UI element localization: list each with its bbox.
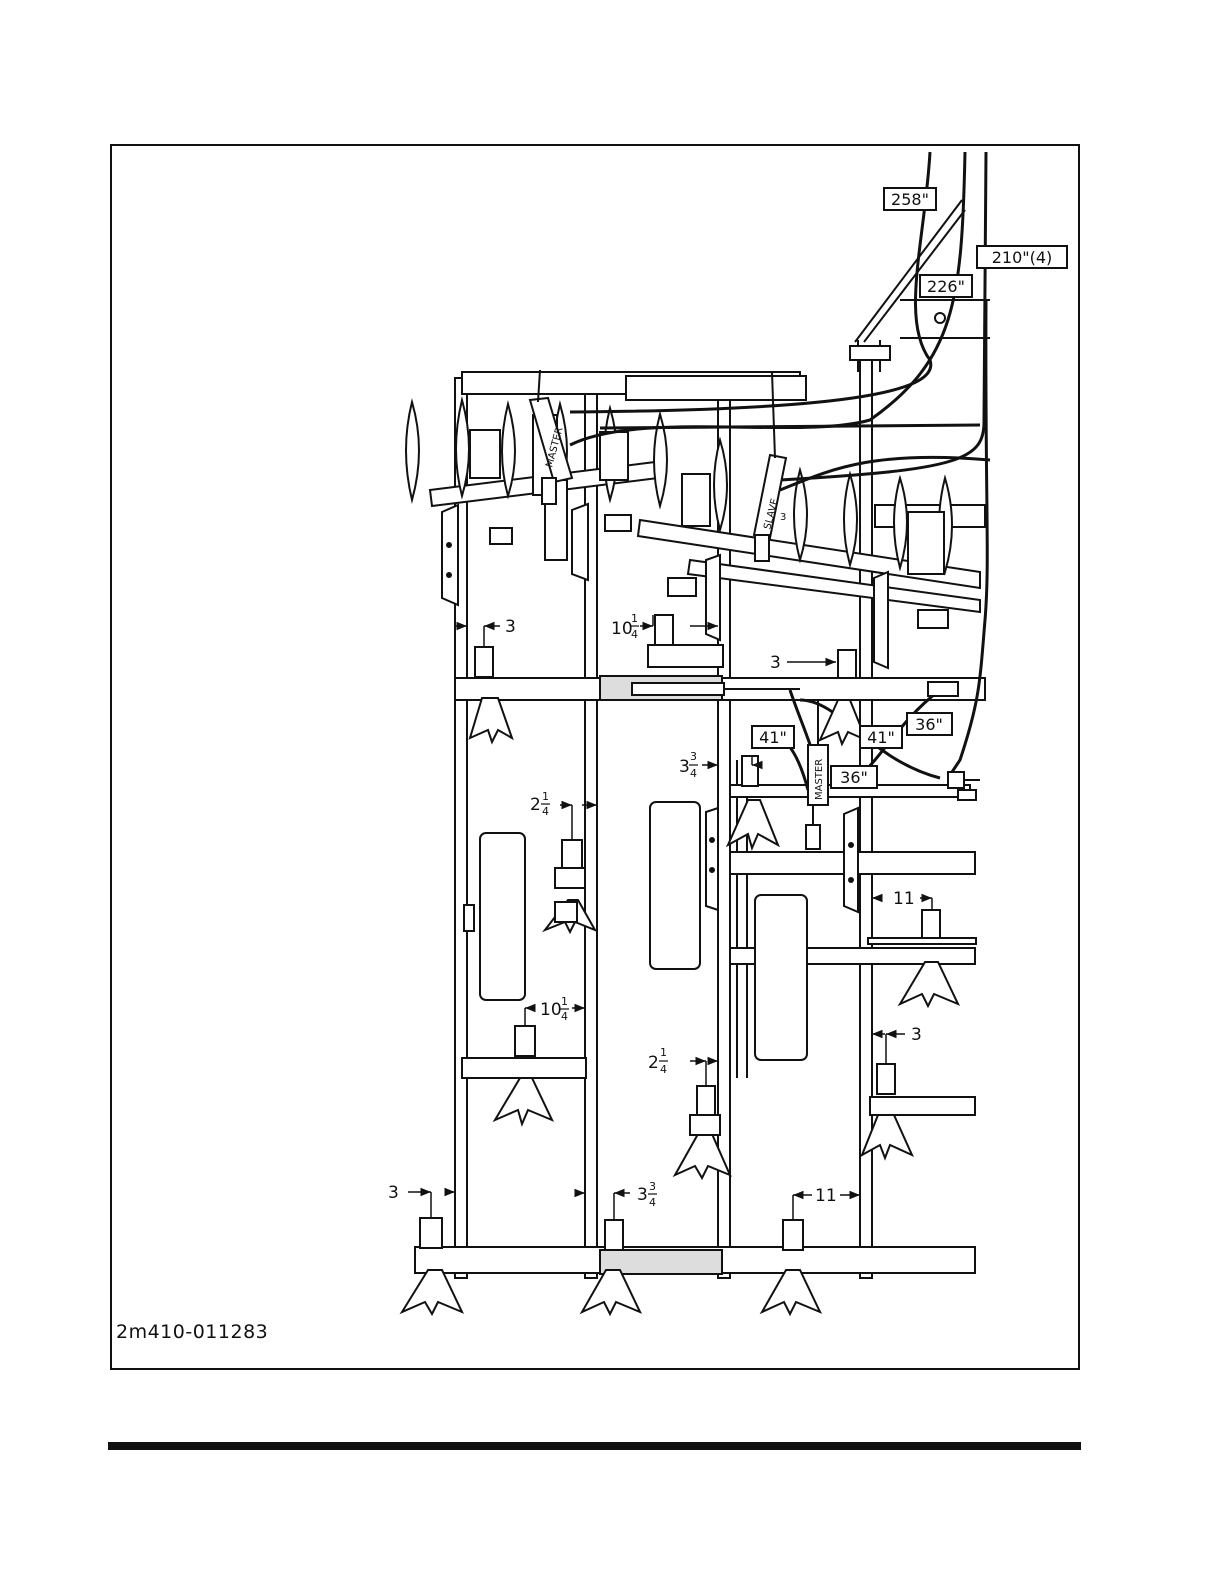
dim-9-den: 4 [660, 1063, 667, 1076]
hose-callout-41-left: 41" [759, 728, 787, 747]
dim-9-whole: 2 [648, 1053, 659, 1073]
dim-4-whole: 3 [679, 757, 690, 777]
dim-6: 11 [893, 889, 915, 909]
stand-foot [900, 962, 958, 1006]
hose-callout-36-lower: 36" [840, 768, 868, 787]
dim-7-whole: 10 [540, 1000, 562, 1020]
stand-foot [582, 1270, 640, 1314]
dim-2-whole: 10 [611, 619, 633, 639]
hose-callout-226: 226" [927, 277, 965, 296]
dim-11-whole: 3 [637, 1185, 648, 1205]
dim-5-whole: 2 [530, 795, 541, 815]
stand-foot [762, 1270, 820, 1314]
cylinder-slave-number: 3 [780, 512, 786, 523]
hose-callout-36-upper: 36" [915, 715, 943, 734]
cylinder-master-mid: MASTER [806, 700, 828, 849]
dim-5-num: 1 [542, 790, 549, 803]
dim-4-den: 4 [690, 767, 697, 780]
dim-5-den: 4 [542, 805, 549, 818]
hose-callout-41-right: 41" [867, 728, 895, 747]
hose-callout-258: 258" [891, 190, 929, 209]
stand-foot [470, 698, 512, 742]
stand-foot [675, 1134, 730, 1178]
dim-3: 3 [770, 653, 781, 673]
dim-11-den: 4 [649, 1196, 656, 1209]
dim-1: 3 [505, 617, 516, 637]
dim-8: 3 [911, 1025, 922, 1045]
stand-foot [402, 1270, 462, 1314]
dim-10: 3 [388, 1183, 399, 1203]
dim-2-den: 4 [631, 628, 638, 641]
stand-foot [495, 1078, 552, 1124]
dim-12: 11 [815, 1186, 837, 1206]
dim-4-num: 3 [690, 750, 697, 763]
stand-foot [862, 1115, 912, 1158]
figure-id: 2m410-011283 [116, 1321, 268, 1343]
bottom-rule [108, 1442, 1081, 1450]
cylinder-master-mid-label: MASTER [814, 759, 825, 800]
dim-2-num: 1 [631, 612, 638, 625]
hose-callout-210: 210"(4) [992, 248, 1053, 267]
dim-9-num: 1 [660, 1046, 667, 1059]
dim-11-num: 3 [649, 1180, 656, 1193]
dim-7-num: 1 [561, 995, 568, 1008]
dim-7-den: 4 [561, 1010, 568, 1023]
stand-foot [728, 800, 778, 848]
